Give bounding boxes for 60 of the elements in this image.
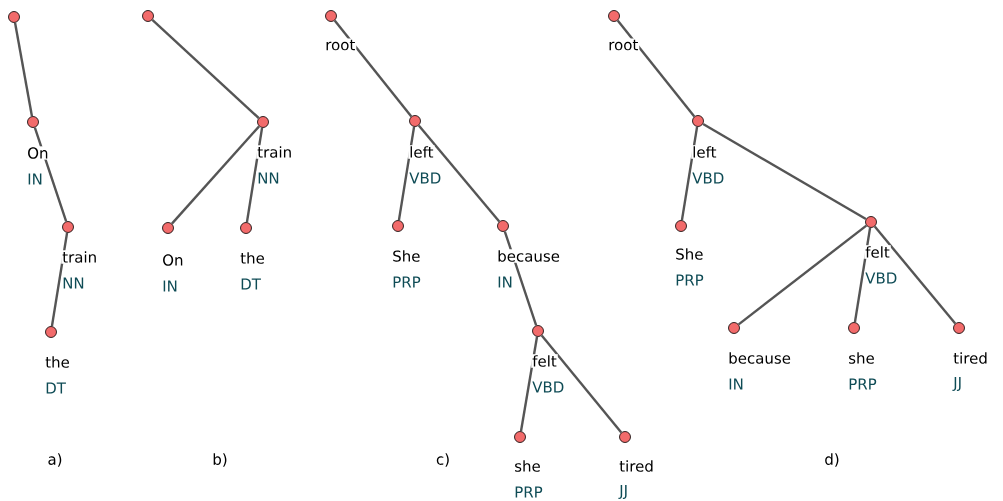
word-label: On	[161, 253, 185, 267]
word-label: train	[256, 145, 294, 159]
tree-edge	[540, 334, 623, 434]
word-label: train	[61, 250, 99, 264]
word-label: because	[727, 351, 792, 365]
word-label: felt	[531, 354, 558, 368]
pos-tag-label: VBD	[408, 171, 443, 185]
tree-edge	[33, 127, 68, 222]
pos-tag-label: NN	[61, 276, 86, 290]
tree-edge	[50, 232, 69, 327]
panel-label: d)	[825, 453, 839, 467]
word-label: because	[496, 249, 561, 263]
pos-tag-label: IN	[161, 279, 179, 293]
pos-tag-label: NN	[256, 171, 281, 185]
word-label: tired	[952, 351, 989, 365]
word-label: she	[513, 459, 542, 473]
tree-edge	[616, 19, 696, 118]
tree-edge	[333, 19, 413, 118]
pos-tag-label: IN	[26, 172, 44, 186]
pos-tag-label: IN	[496, 275, 514, 289]
tree-edge	[397, 126, 416, 221]
pos-tag-label: PRP	[674, 273, 705, 287]
panel-label: c)	[436, 453, 449, 467]
word-label: tired	[618, 459, 655, 473]
tree-edge	[503, 231, 538, 326]
pos-tag-label: DT	[239, 277, 262, 291]
word-label: She	[391, 249, 422, 263]
tree-edge	[417, 124, 501, 223]
tree-edge	[171, 125, 260, 225]
pos-tag-label: PRP	[847, 377, 878, 391]
word-label: she	[847, 351, 876, 365]
word-label: left	[691, 145, 718, 159]
panel-label: a)	[48, 453, 62, 467]
tree-edge	[519, 336, 539, 432]
pos-tag-label: IN	[727, 377, 745, 391]
word-label: the	[239, 251, 266, 265]
tree-edge	[853, 227, 872, 323]
word-label: the	[44, 355, 71, 369]
word-label: felt	[864, 245, 891, 259]
tree-edge	[245, 127, 264, 223]
word-label: root	[607, 38, 640, 52]
tree-edge	[151, 19, 260, 119]
pos-tag-label: PRP	[391, 275, 422, 289]
pos-tag-label: VBD	[691, 171, 726, 185]
panel-label: b)	[213, 453, 227, 467]
tree-edge	[737, 224, 868, 326]
pos-tag-label: JJ	[618, 484, 630, 500]
word-label: root	[324, 38, 357, 52]
tree-edge	[873, 225, 957, 325]
pos-tag-label: VBD	[531, 380, 566, 394]
word-label: She	[674, 247, 705, 261]
pos-tag-label: PRP	[513, 485, 544, 499]
tree-edge	[702, 122, 867, 221]
tree-edge	[13, 22, 34, 117]
pos-tag-label: VBD	[864, 271, 899, 285]
pos-tag-label: JJ	[952, 376, 964, 392]
word-label: left	[408, 145, 435, 159]
word-label: On	[26, 146, 50, 160]
pos-tag-label: DT	[44, 381, 67, 395]
tree-edge	[680, 126, 699, 221]
